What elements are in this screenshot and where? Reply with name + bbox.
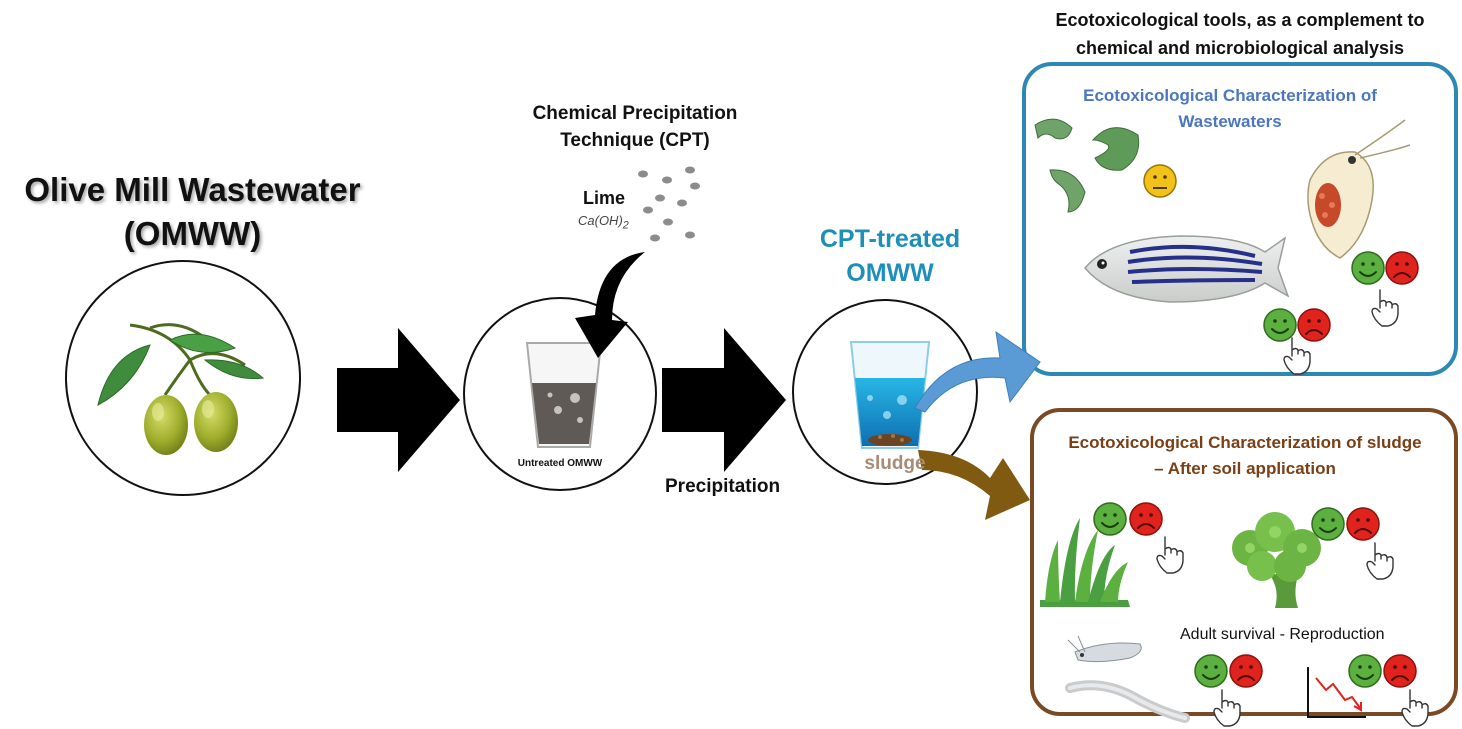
eco-tools-title: Ecotoxicological tools, as a complement … [1010,6,1462,62]
lime-formula-main: Ca(OH) [578,213,623,228]
untreated-label: Untreated OMWW [517,458,603,469]
cpt-title-line1: Chemical Precipitation [532,103,738,124]
happy-face-icon [1348,654,1382,688]
hand-pointer-icon [1283,337,1311,375]
happy-face-icon [1093,502,1127,536]
hand-pointer-icon [1401,689,1429,727]
lime-formula: Ca(OH)2 [578,213,629,232]
cpt-treated-line2: OMWW [846,259,934,287]
zebrafish-icon [1084,235,1290,303]
sad-face-icon [1385,251,1419,285]
hand-pointer-icon [1156,536,1184,574]
grass-icon [1040,518,1130,607]
happy-face-icon [1194,654,1228,688]
arrow-1 [337,328,460,472]
sludge-label: sludge [864,453,926,474]
decline-chart-icon [1307,667,1366,718]
lime-label: Lime [583,188,626,208]
hand-pointer-icon [1371,289,1399,327]
sludge-box-title: Ecotoxicological Characterization of slu… [1040,430,1450,482]
sad-face-icon [1383,654,1417,688]
sad-face-icon [1129,502,1163,536]
cpt-title-line2: Technique (CPT) [560,130,710,151]
earthworm-icon [1065,680,1190,723]
arrow-2 [662,328,786,472]
wastewater-box-title-line1: Ecotoxicological Characterization of [1083,86,1377,105]
cup-treated-icon [849,341,931,449]
cpt-treated-label: CPT-treated OMWW [795,222,985,290]
precipitation-label: Precipitation [665,476,781,497]
daphnia-icon [1307,119,1411,259]
lime-formula-sub: 2 [622,219,629,232]
eco-tools-line1: Ecotoxicological tools, as a complement … [1055,10,1425,30]
neutral-face-icon [1143,164,1177,198]
happy-face-icon [1311,507,1345,541]
adult-survival-label: Adult survival - Reproduction [1180,626,1385,643]
omww-title: Olive Mill Wastewater (OMWW) [0,168,385,256]
happy-face-icon [1263,308,1297,342]
cpt-title: Chemical Precipitation Technique (CPT) [500,100,770,154]
algae-icon [1034,118,1140,213]
broccoli-icon [1232,512,1321,608]
wastewater-box-title: Ecotoxicological Characterization of Was… [1055,83,1405,135]
wastewater-box-title-line2: Wastewaters [1178,112,1282,131]
curved-arrow-lime [575,252,645,358]
cup-untreated-icon [525,342,603,448]
hand-pointer-icon [1366,542,1394,580]
happy-face-icon [1351,251,1385,285]
olive-branch-icon [97,323,265,455]
lime-particles-icon [638,166,700,242]
cpt-treated-line1: CPT-treated [819,225,961,253]
blue-arrow [914,330,1041,413]
sad-face-icon [1229,654,1263,688]
omww-title-line1: Olive Mill Wastewater [24,171,361,208]
sad-face-icon [1346,507,1380,541]
brown-arrow [918,450,1030,520]
eco-tools-line2: chemical and microbiological analysis [1075,38,1405,58]
sad-face-icon [1297,308,1331,342]
springtail-icon [1067,635,1142,663]
hand-pointer-icon [1213,689,1241,727]
omww-title-line2: (OMWW) [123,215,262,252]
olive-circle [65,260,301,496]
sludge-box-title-line1: Ecotoxicological Characterization of slu… [1068,433,1422,452]
sludge-box-title-line2: – After soil application [1154,459,1336,478]
